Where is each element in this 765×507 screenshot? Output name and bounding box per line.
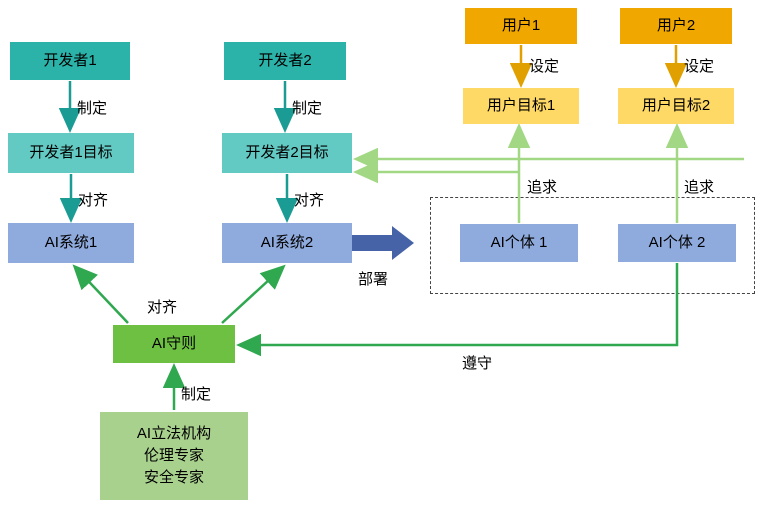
box-ai-system2: AI系统2	[222, 223, 352, 263]
box-user-goal2: 用户目标2	[618, 88, 734, 124]
box-ai-system1: AI系统1	[8, 223, 134, 263]
box-ai-agent2: AI个体 2	[618, 224, 736, 262]
box-ai-agent1: AI个体 1	[460, 224, 578, 262]
label-experts-make: 制定	[181, 386, 212, 403]
label-dev2-make: 制定	[292, 100, 323, 117]
label-dev2-align: 对齐	[294, 192, 325, 209]
box-experts: AI立法机构 伦理专家 安全专家	[100, 412, 248, 500]
label-pursue2: 追求	[684, 179, 715, 196]
box-developer2: 开发者2	[224, 42, 346, 80]
deploy-block-arrow	[352, 226, 414, 260]
box-user2: 用户2	[620, 8, 732, 44]
label-dev1-align: 对齐	[78, 192, 109, 209]
box-user1: 用户1	[465, 8, 577, 44]
experts-line2: 伦理专家	[143, 447, 204, 465]
experts-line1: AI立法机构	[136, 425, 212, 443]
box-developer1-goal: 开发者1目标	[8, 133, 134, 173]
box-developer1: 开发者1	[10, 42, 130, 80]
arrow-rules-align-aisystem2	[221, 264, 286, 324]
box-developer2-goal: 开发者2目标	[222, 133, 352, 173]
label-dev1-make: 制定	[77, 100, 108, 117]
arrow-rules-align-aisystem1	[72, 264, 129, 324]
box-user-goal1: 用户目标1	[463, 88, 579, 124]
label-comply: 遵守	[462, 355, 493, 372]
label-rules-align: 对齐	[147, 299, 178, 316]
label-pursue1: 追求	[527, 179, 558, 196]
experts-line3: 安全专家	[143, 468, 204, 486]
label-deploy: 部署	[358, 271, 389, 288]
label-user1-set: 设定	[529, 58, 560, 75]
label-user2-set: 设定	[684, 58, 715, 75]
box-ai-rules: AI守则	[113, 325, 235, 363]
